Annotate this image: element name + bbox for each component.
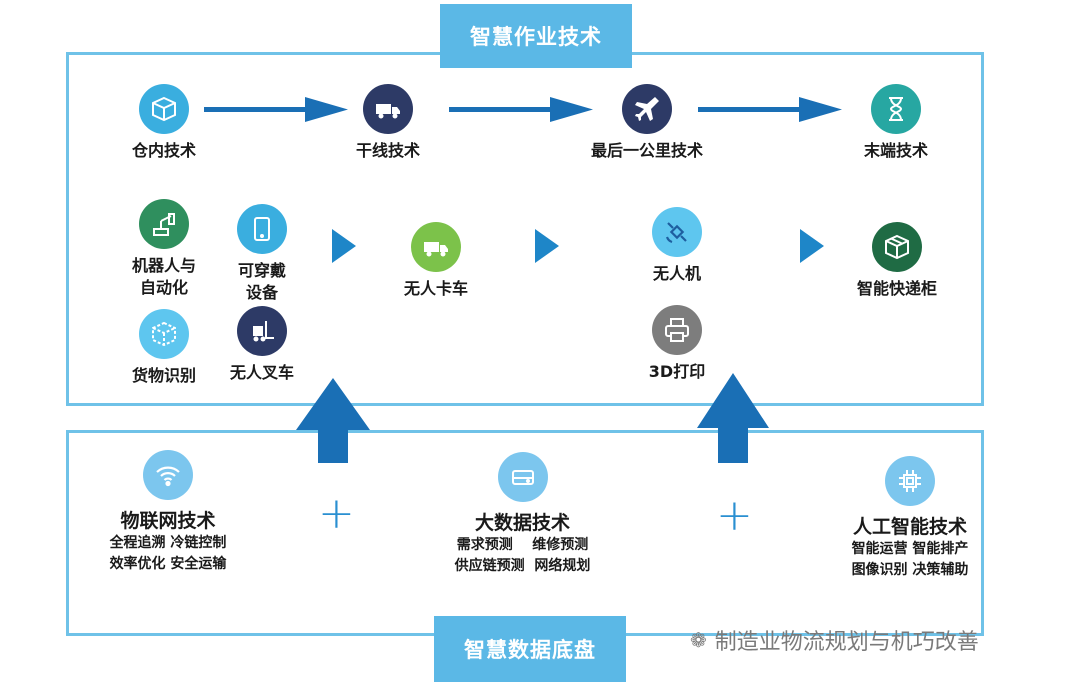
stage-terminal: 末端技术	[841, 84, 951, 162]
truck-icon	[411, 222, 461, 272]
watermark: ❁ 制造业物流规划与机巧改善	[690, 624, 979, 656]
watermark-text: 制造业物流规划与机巧改善	[714, 630, 979, 655]
package-icon	[872, 222, 922, 272]
tech-label: 机器人与 自动化	[131, 256, 196, 297]
stage-label: 末端技术	[863, 141, 928, 160]
tech-label: 无人叉车	[229, 363, 294, 382]
stage-label: 干线技术	[355, 141, 420, 160]
wechat-icon: ❁	[690, 628, 707, 652]
foundation-iot: 物联网技术 全程追溯 冷链控制 效率优化 安全运输	[88, 450, 248, 575]
foundation-line: 全程追溯 冷链控制	[109, 535, 227, 551]
foundation-big-data: 大数据技术 需求预测 维修预测 供应链预测 网络规划	[440, 452, 605, 577]
wifi-icon	[143, 450, 193, 500]
truck-icon	[363, 84, 413, 134]
tech-label: 可穿戴 设备	[237, 261, 286, 302]
tech-3d-printing: 3D打印	[622, 305, 732, 383]
foundation-line: 供应链预测 网络规划	[454, 558, 591, 574]
tech-label: 无人卡车	[403, 279, 468, 298]
stage-label: 最后一公里技术	[590, 141, 703, 160]
tech-label: 智能快递柜	[856, 279, 937, 298]
stage-warehouse: 仓内技术	[109, 84, 219, 162]
foundation-line: 图像识别 决策辅助	[851, 562, 969, 578]
dashed-cube-icon	[139, 309, 189, 359]
tech-label: 无人机	[652, 264, 701, 283]
foundation-title: 人工智能技术	[852, 516, 967, 538]
robot-arm-icon	[139, 199, 189, 249]
tech-drone: 无人机	[622, 207, 732, 285]
operations-title: 智慧作业技术	[440, 4, 632, 68]
foundation-title: 大数据技术	[474, 512, 570, 534]
satellite-icon	[652, 207, 702, 257]
tech-autonomous-truck: 无人卡车	[381, 222, 491, 300]
foundation-title: 物联网技术	[120, 510, 216, 532]
stage-trunk: 干线技术	[333, 84, 443, 162]
printer-icon	[652, 305, 702, 355]
box-icon	[139, 84, 189, 134]
storage-icon	[497, 452, 548, 502]
foundation-ai: 人工智能技术 智能运营 智能排产 图像识别 决策辅助	[830, 456, 990, 581]
tech-forklift: 无人叉车	[207, 306, 317, 384]
tech-robot: 机器人与 自动化	[109, 199, 219, 299]
tech-wearable: 可穿戴 设备	[207, 204, 317, 304]
chip-icon	[885, 456, 935, 506]
foundation-line: 效率优化 安全运输	[109, 556, 227, 572]
plus-sign: +	[318, 488, 355, 539]
foundation-line: 智能运营 智能排产	[851, 541, 969, 557]
tech-label: 货物识别	[131, 366, 196, 385]
tech-label: 3D打印	[648, 362, 706, 381]
hourglass-icon	[871, 84, 921, 134]
forklift-icon	[237, 306, 287, 356]
data-foundation-title: 智慧数据底盘	[434, 616, 626, 682]
tech-goods-recognition: 货物识别	[109, 309, 219, 387]
airplane-icon	[622, 84, 672, 134]
stage-last-mile: 最后一公里技术	[572, 84, 722, 162]
tech-smart-locker: 智能快递柜	[842, 222, 952, 300]
tablet-icon	[237, 204, 287, 254]
stage-label: 仓内技术	[131, 141, 196, 160]
plus-sign: +	[716, 490, 753, 541]
foundation-line: 需求预测 维修预测	[456, 537, 589, 553]
